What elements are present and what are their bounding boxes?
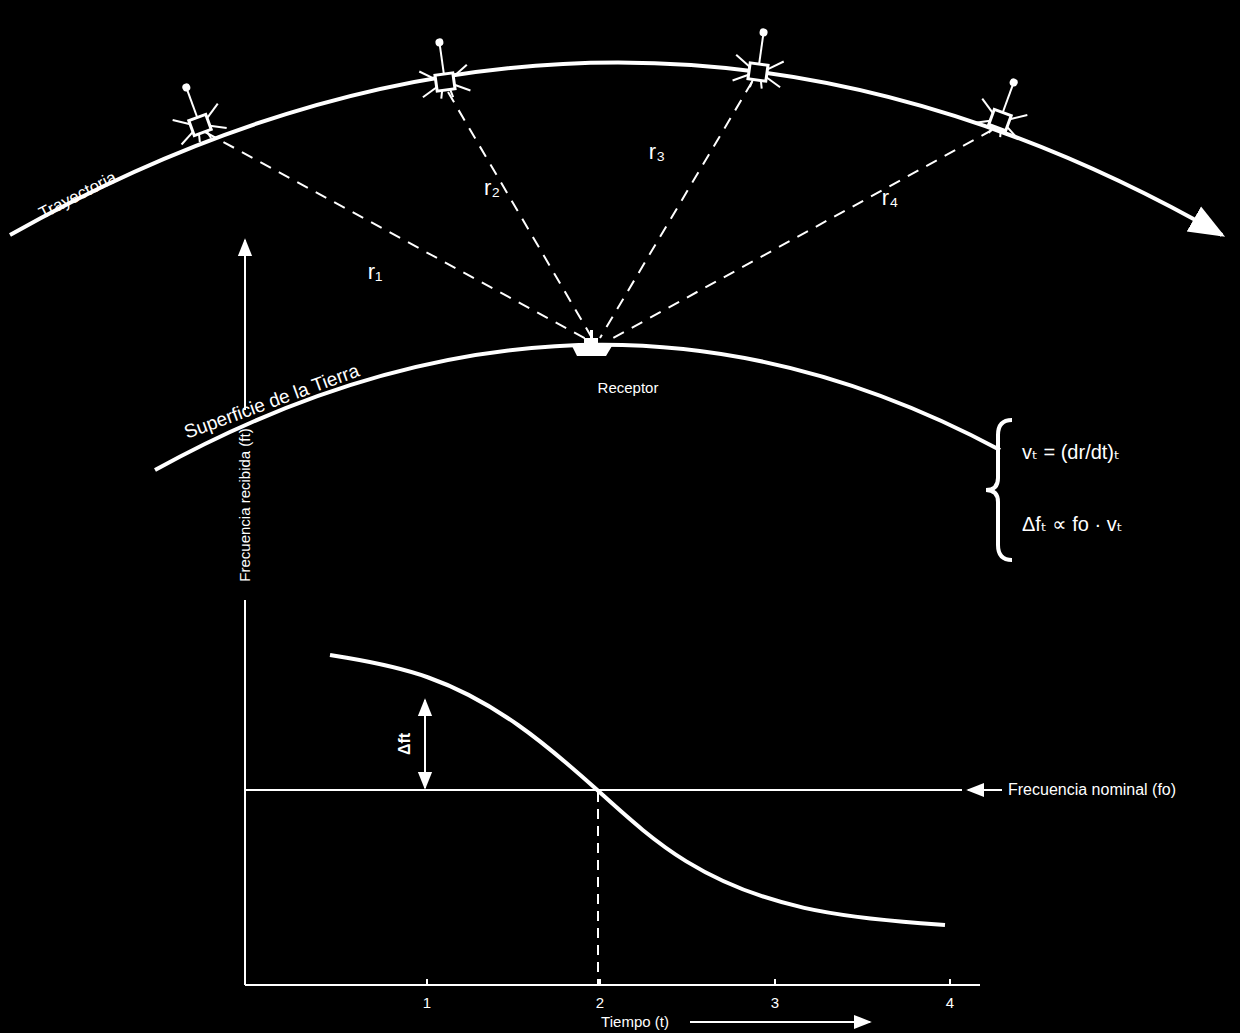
satellite-antenna	[759, 34, 763, 64]
satellite-arm	[735, 55, 751, 67]
formula: vₜ = (dr/dt)ₜ	[1022, 441, 1120, 463]
satellite-arm	[767, 59, 783, 71]
orbit-path	[10, 63, 1222, 236]
range-line	[606, 130, 992, 342]
delta-arrow	[424, 700, 426, 788]
ship-mast	[590, 330, 593, 338]
satellite-arm	[1004, 127, 1021, 140]
range-label: r₃	[649, 140, 665, 164]
antenna-tip	[435, 38, 444, 47]
x-axis	[245, 984, 980, 986]
satellite-arm	[973, 116, 990, 129]
tick	[426, 979, 428, 985]
range-lines	[205, 82, 992, 342]
satellite-antenna	[1003, 84, 1013, 112]
satellite-body	[748, 63, 768, 81]
satellite-symbol	[415, 35, 471, 101]
satellite-arm	[750, 79, 753, 87]
range-line	[448, 92, 592, 338]
range-label: r₁	[368, 260, 383, 284]
satellite-arm	[422, 87, 438, 97]
antenna-tip	[1009, 77, 1019, 87]
satellite-arm	[452, 65, 468, 77]
brace	[986, 420, 1012, 560]
pointer-arrow	[968, 789, 1002, 791]
ticks	[427, 979, 950, 985]
satellite-arm	[206, 130, 211, 138]
y-axis	[244, 600, 246, 985]
nominal-line	[245, 789, 962, 791]
satellite-arm	[210, 121, 227, 134]
satellite-arm	[204, 104, 222, 119]
satellite-arm	[173, 115, 191, 130]
nominal-label: Frecuencia nominal (fo)	[1008, 781, 1176, 799]
antenna-tip	[181, 82, 191, 92]
satellite-arm	[733, 73, 749, 83]
tick-label: 1	[423, 995, 431, 1012]
range-label: r₂	[484, 176, 500, 200]
satellite-symbol	[972, 70, 1038, 143]
tick-label: 4	[946, 995, 954, 1012]
satellite-arm	[419, 69, 435, 81]
satellite-arm	[979, 99, 997, 114]
axis-arrow	[244, 240, 246, 410]
satellites	[162, 25, 1037, 148]
satellite-body	[435, 73, 455, 91]
axis-arrow	[690, 1021, 870, 1023]
doppler-curve	[330, 655, 945, 925]
earth-surface	[155, 345, 1000, 470]
range-label: r₄	[882, 186, 898, 210]
ship-hull	[572, 346, 612, 356]
antenna-tip	[759, 28, 768, 37]
satellite-arm	[765, 77, 781, 87]
ship-symbol	[572, 330, 612, 356]
satellite-arm	[197, 134, 202, 142]
tick	[599, 979, 601, 985]
range-line	[600, 82, 752, 338]
tick-label: 2	[596, 995, 604, 1012]
ship-cabin	[584, 338, 598, 346]
satellite-arm	[450, 89, 453, 97]
satellite-antenna	[187, 89, 197, 117]
tick	[774, 979, 776, 985]
satellite-arm	[179, 132, 196, 145]
satellite-antenna	[440, 44, 444, 74]
formula: Δfₜ ∝ fo · vₜ	[1022, 513, 1123, 535]
tick-label: 3	[771, 995, 779, 1012]
satellite-arm	[760, 80, 763, 88]
axis-label: Tiempo (t)	[601, 1014, 669, 1031]
satellite-arm	[989, 125, 994, 133]
range-line	[205, 132, 588, 340]
crossing-line	[597, 792, 599, 985]
receiver-label: Receptor	[598, 380, 659, 397]
satellite-arm	[440, 90, 443, 98]
satellite-arm	[998, 129, 1003, 137]
axis-label: Frecuencia recibida (ft)	[237, 428, 254, 581]
satellite-symbol	[162, 75, 228, 148]
satellite-arm	[454, 83, 470, 93]
satellite-symbol	[732, 25, 788, 91]
delta-label: Δft	[396, 733, 414, 755]
tick	[949, 979, 951, 985]
satellite-arm	[1010, 110, 1028, 125]
